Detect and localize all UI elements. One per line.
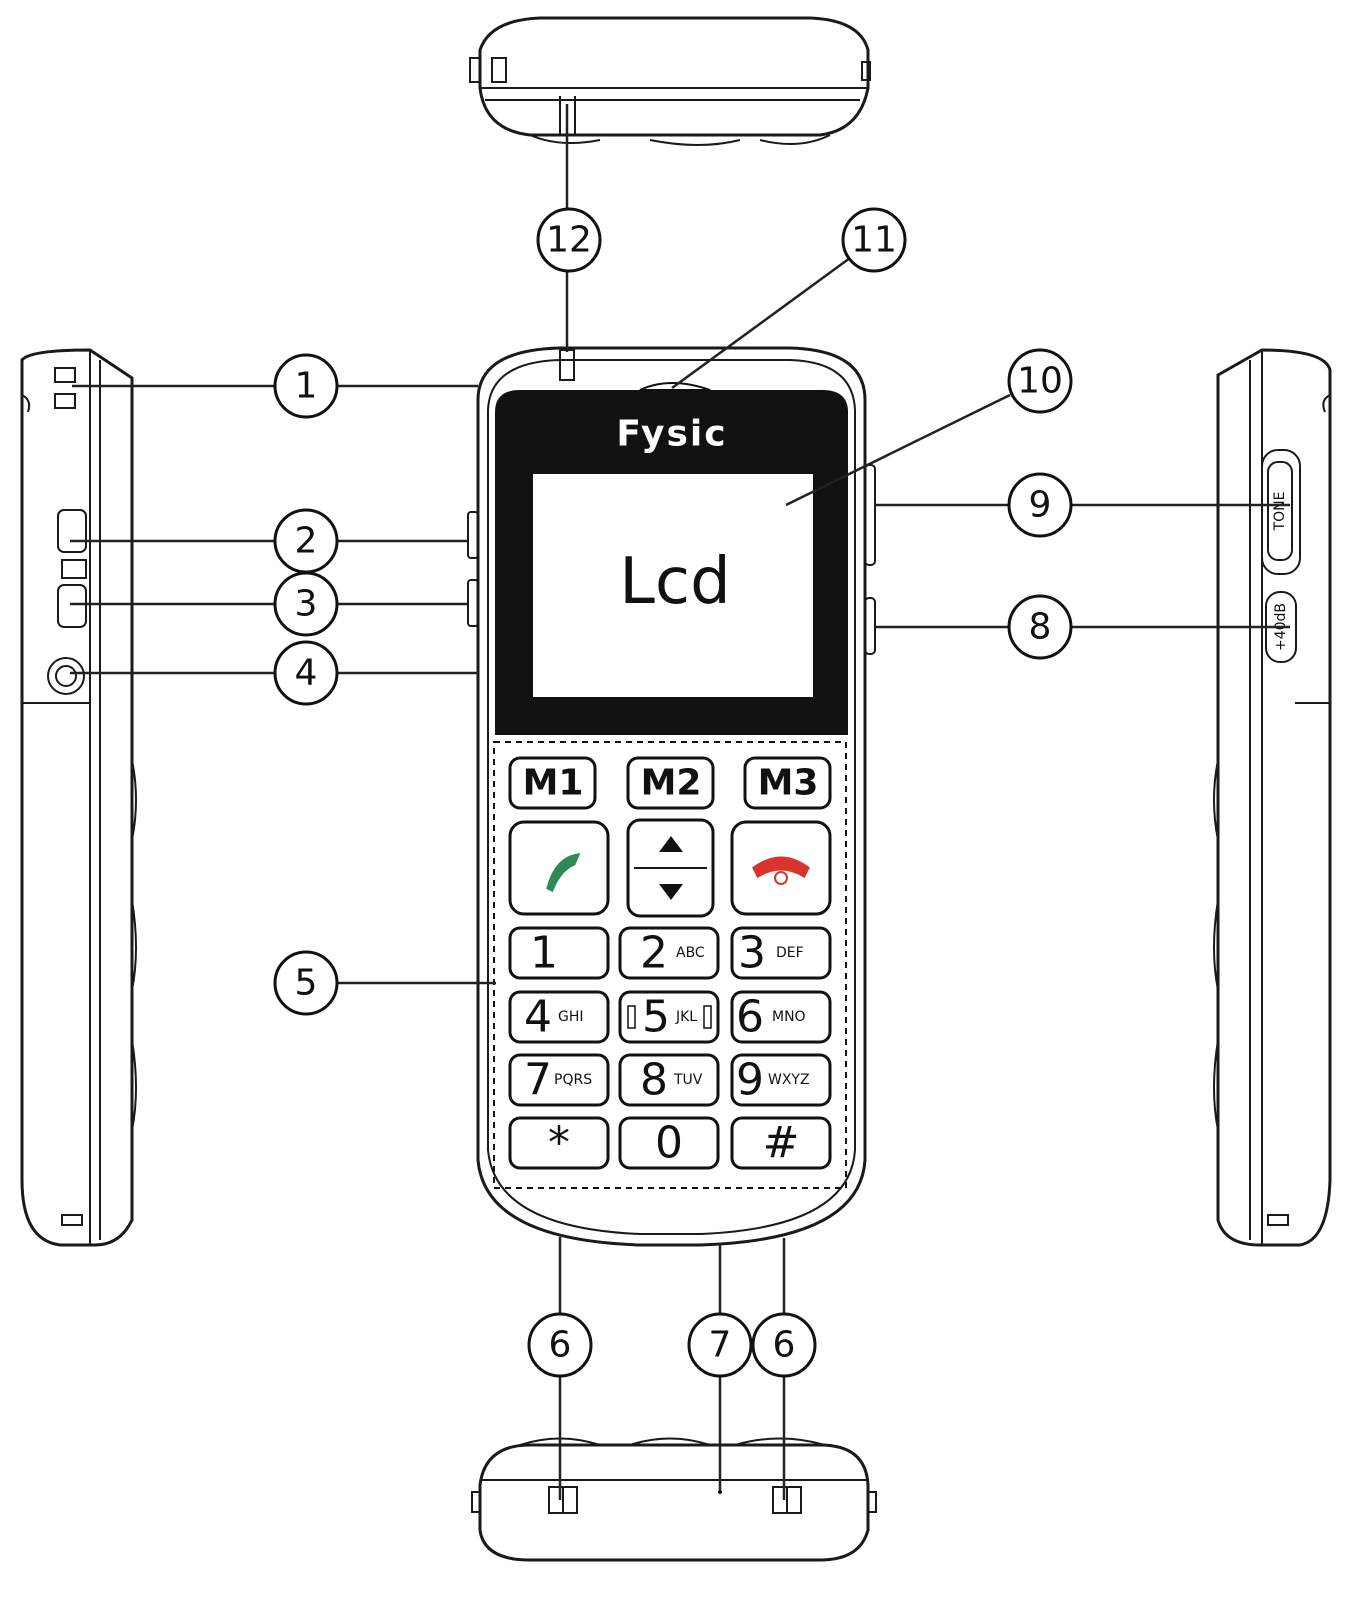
tone-label: TONE	[1272, 492, 1288, 532]
key-star[interactable]: *	[508, 1116, 610, 1170]
svg-text:GHI: GHI	[558, 1009, 584, 1025]
callout-8: 8	[1007, 594, 1073, 660]
svg-text:9: 9	[1029, 485, 1052, 526]
memory-key-m2[interactable]: M2	[626, 756, 715, 810]
svg-text:1: 1	[295, 366, 318, 407]
key-8[interactable]: 8 TUV	[618, 1053, 720, 1107]
svg-text:WXYZ: WXYZ	[768, 1072, 810, 1088]
keypad-frame	[493, 741, 847, 1189]
callout-6-right: 6	[751, 1312, 817, 1378]
leader-lines	[70, 104, 1290, 1500]
svg-text:2: 2	[640, 928, 668, 979]
hang-up-icon	[752, 856, 810, 879]
svg-text:TUV: TUV	[673, 1072, 703, 1088]
callout-1: 1	[273, 353, 339, 419]
svg-text:M2: M2	[641, 763, 702, 804]
svg-text:4: 4	[295, 653, 318, 694]
brand-logo: Fysic	[616, 414, 727, 455]
svg-text:7: 7	[524, 1055, 552, 1106]
callout-9: 9	[1007, 472, 1073, 538]
key-5[interactable]: 5 JKL	[618, 990, 720, 1044]
svg-text:1: 1	[530, 928, 558, 979]
svg-text:6: 6	[773, 1325, 796, 1366]
svg-text:3: 3	[738, 928, 766, 979]
call-button[interactable]	[508, 820, 610, 916]
svg-text:#: #	[763, 1118, 800, 1169]
callout-5: 5	[273, 950, 339, 1016]
left-side-view	[20, 348, 137, 1247]
svg-text:ABC: ABC	[676, 945, 705, 961]
key-2[interactable]: 2 ABC	[618, 926, 720, 980]
front-view: Fysic Lcd M1 M2 M3	[467, 346, 876, 1247]
lcd-screen	[531, 472, 815, 699]
key-hash[interactable]: #	[730, 1116, 832, 1170]
svg-text:MNO: MNO	[772, 1009, 806, 1025]
svg-text:5: 5	[642, 992, 670, 1043]
svg-text:3: 3	[295, 584, 318, 625]
key-4[interactable]: 4 GHI	[508, 990, 610, 1044]
svg-text:4: 4	[524, 992, 552, 1043]
svg-text:M3: M3	[758, 763, 819, 804]
up-arrow-icon	[659, 836, 683, 852]
svg-text:6: 6	[549, 1325, 572, 1366]
key-1[interactable]: 1	[508, 926, 610, 980]
key-3[interactable]: 3 DEF	[730, 926, 832, 980]
svg-text:11: 11	[851, 220, 897, 261]
callout-11: 11	[841, 207, 907, 273]
callout-4: 4	[273, 640, 339, 706]
callouts: 12 11 1 10 2 9 3 8 4 5 6 7 6	[273, 207, 1073, 1378]
bottom-view	[471, 1437, 877, 1562]
svg-text:6: 6	[736, 992, 764, 1043]
svg-text:PQRS: PQRS	[554, 1072, 592, 1088]
svg-text:0: 0	[655, 1118, 683, 1169]
svg-text:7: 7	[709, 1325, 732, 1366]
svg-text:12: 12	[546, 220, 592, 261]
callout-2: 2	[273, 508, 339, 574]
right-side-view: TONE +40dB	[1213, 348, 1332, 1247]
down-arrow-icon	[659, 884, 683, 900]
navigation-key[interactable]	[626, 818, 715, 918]
memory-key-m1[interactable]: M1	[508, 756, 597, 810]
callout-12: 12	[536, 207, 602, 273]
top-view	[469, 16, 871, 146]
svg-text:8: 8	[1029, 607, 1052, 648]
svg-text:JKL: JKL	[675, 1009, 697, 1025]
memory-key-m3[interactable]: M3	[743, 756, 832, 810]
svg-text:DEF: DEF	[776, 945, 804, 961]
key-6[interactable]: 6 MNO	[730, 990, 832, 1044]
phone-handset-icon	[546, 853, 581, 893]
svg-text:10: 10	[1017, 361, 1063, 402]
end-button[interactable]	[730, 820, 832, 916]
svg-text:*: *	[548, 1118, 570, 1169]
svg-text:8: 8	[640, 1055, 668, 1106]
lcd-label: Lcd	[619, 545, 730, 619]
callout-6-left: 6	[527, 1312, 593, 1378]
svg-text:9: 9	[736, 1055, 764, 1106]
callout-10: 10	[1007, 348, 1073, 414]
svg-text:2: 2	[295, 521, 318, 562]
callout-3: 3	[273, 571, 339, 637]
svg-text:M1: M1	[523, 763, 584, 804]
key-0[interactable]: 0	[618, 1116, 720, 1170]
callout-7: 7	[687, 1312, 753, 1378]
svg-text:5: 5	[295, 963, 318, 1004]
